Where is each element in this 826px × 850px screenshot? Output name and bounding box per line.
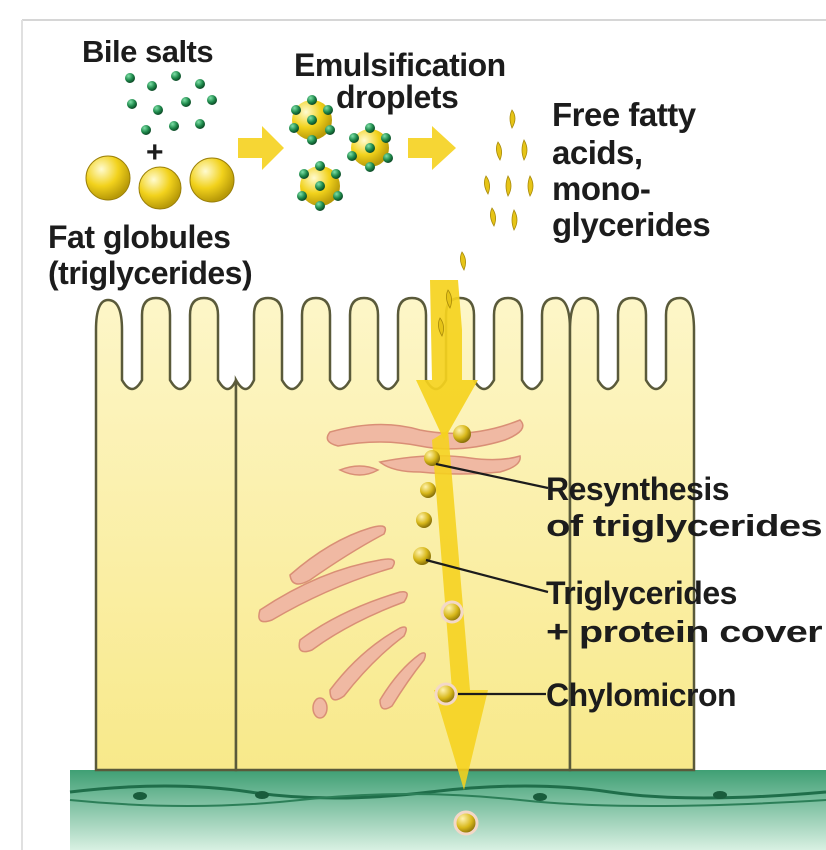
label-fat-globules-line1: Fat globules [48,219,230,255]
triglyceride-particle [413,547,431,565]
label-resynthesis-line1: Resynthesis [546,471,729,507]
label-free-fatty-acids-line3: mono- [552,170,650,207]
label-free-fatty-acids-line1: Free fatty [552,96,697,133]
label-triglycerides-line1: Triglycerides [546,575,737,611]
triglyceride-particle [420,482,436,498]
label-triglycerides-line2: + protein cover [546,614,823,649]
label-emulsification-line2: droplets [336,79,458,115]
label-free-fatty-acids-line4: glycerides [552,206,710,243]
basement-membrane [70,770,826,850]
chylomicron-particle [455,812,477,834]
vesicle [313,698,327,718]
label-emulsification-line1: Emulsification [294,47,506,83]
label-chylomicron: Chylomicron [546,677,736,713]
label-bile-salts: Bile salts [82,34,213,69]
label-free-fatty-acids-line2: acids, [552,134,643,171]
label-resynthesis-line2: of triglycerides [546,508,822,543]
triglyceride-particle [453,425,471,443]
chylomicron-particle [436,684,456,704]
epithelial-cell-left [96,298,236,770]
triglyceride-particle [416,512,432,528]
label-plus: + [146,136,163,169]
label-fat-globules-line2: (triglycerides) [48,255,252,291]
chylomicron-particle [442,602,462,622]
